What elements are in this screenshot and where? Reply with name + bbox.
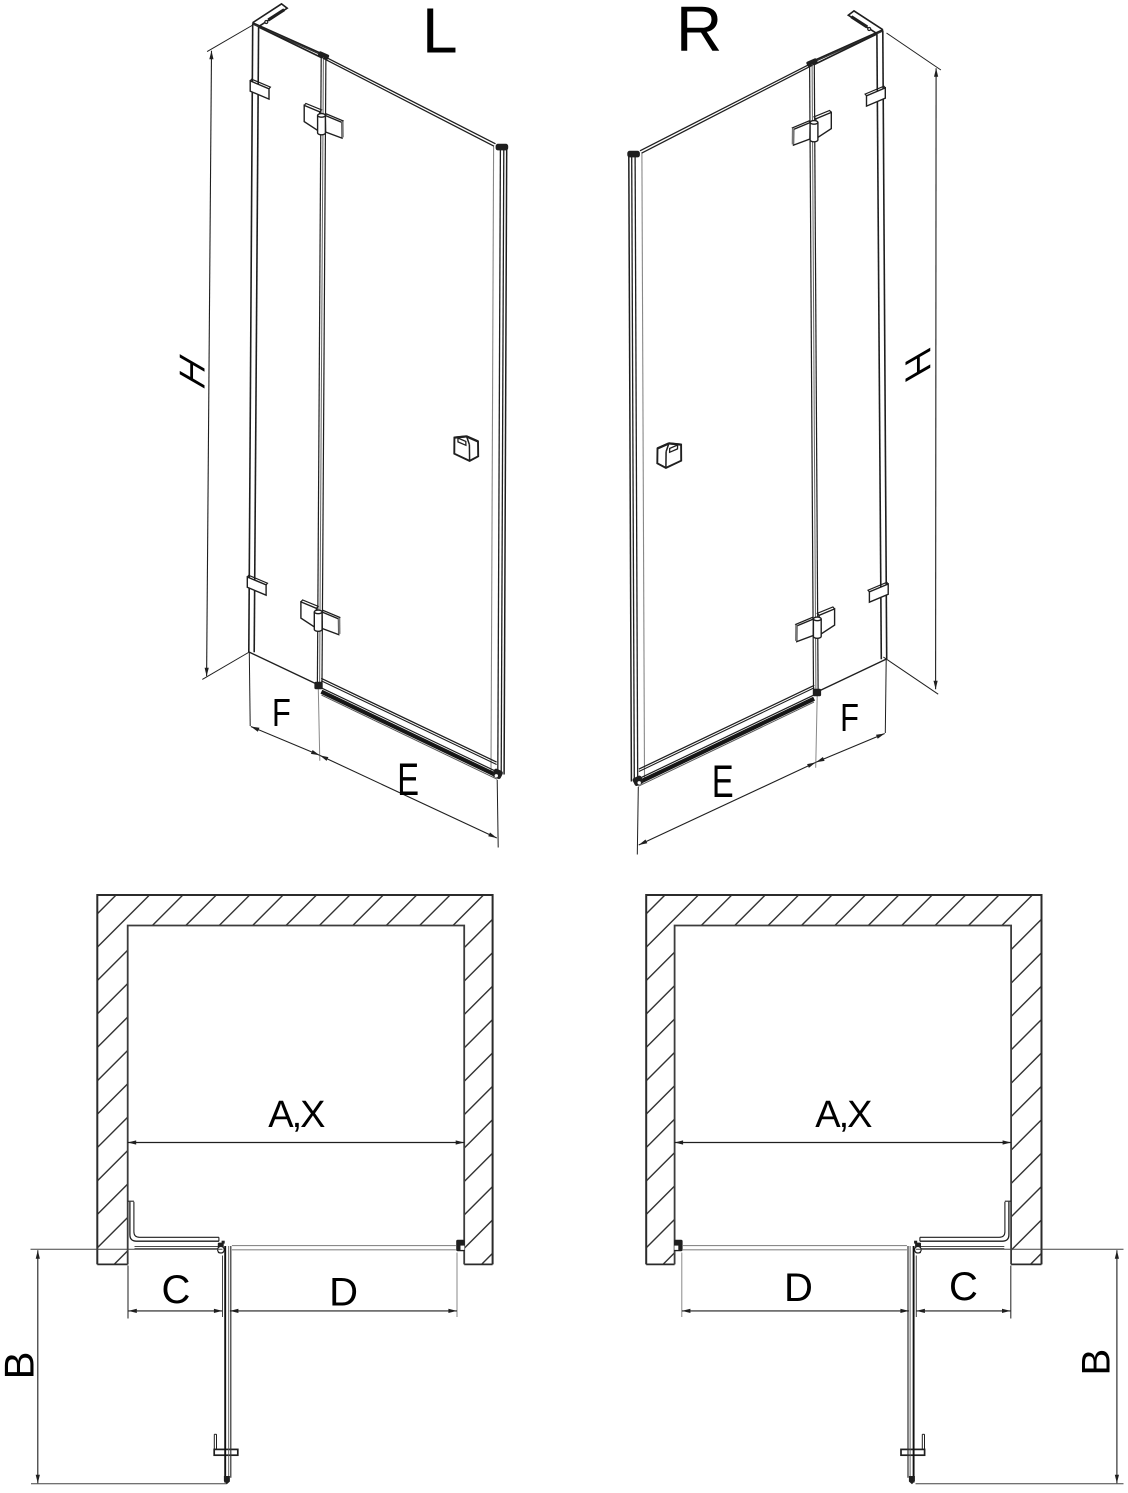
svg-text:B: B <box>1075 1349 1119 1376</box>
svg-text:D: D <box>784 1266 813 1310</box>
svg-text:L: L <box>422 0 458 67</box>
svg-text:F: F <box>272 692 291 735</box>
svg-text:B: B <box>0 1351 43 1379</box>
svg-text:E: E <box>712 757 734 807</box>
svg-text:C: C <box>161 1268 190 1312</box>
svg-text:A,X: A,X <box>815 1094 872 1136</box>
svg-text:D: D <box>329 1271 358 1315</box>
svg-text:A,X: A,X <box>268 1094 325 1136</box>
svg-text:E: E <box>397 755 419 805</box>
svg-text:R: R <box>676 0 722 65</box>
svg-text:F: F <box>840 697 859 740</box>
svg-text:C: C <box>949 1265 978 1309</box>
